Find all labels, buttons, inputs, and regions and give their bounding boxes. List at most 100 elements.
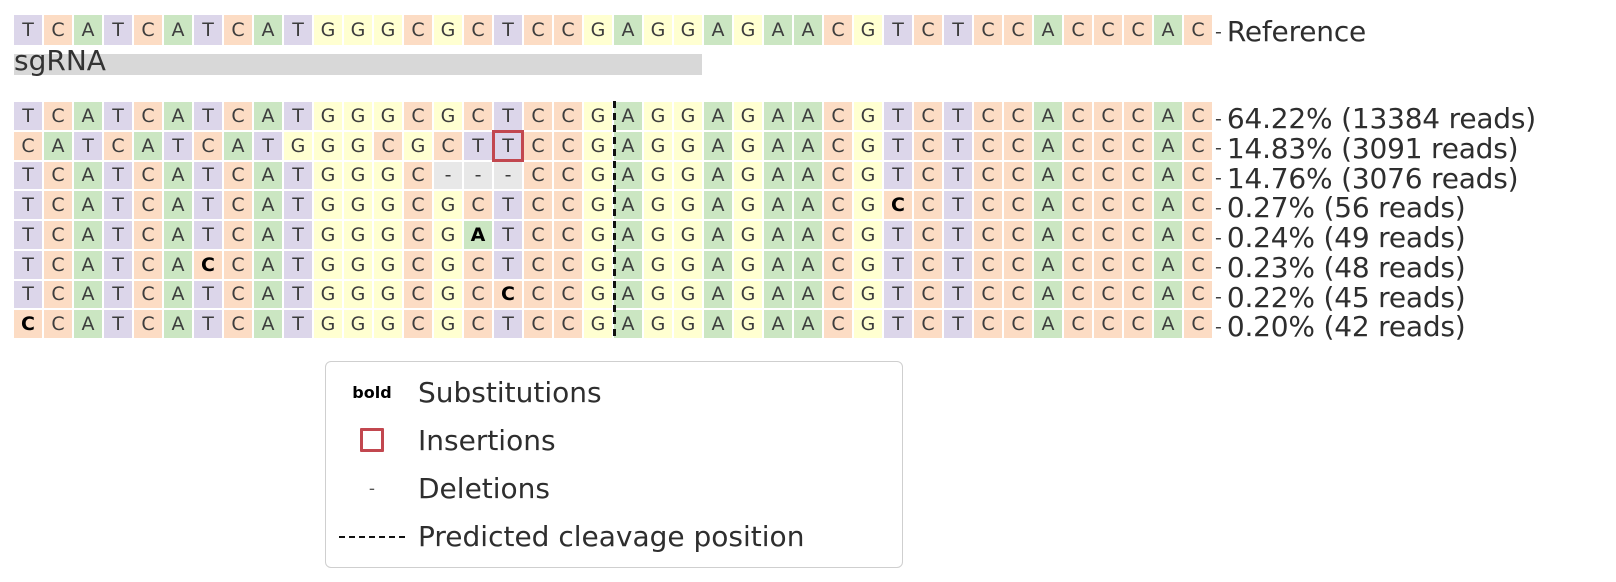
base-cell: C — [404, 161, 432, 190]
base-cell: G — [854, 15, 882, 45]
base-cell: C — [1124, 131, 1152, 160]
base-cell: T — [14, 161, 42, 190]
base-cell: C — [194, 250, 222, 279]
base-cell: G — [344, 131, 372, 160]
base-cell: G — [374, 15, 402, 45]
base-cell: G — [344, 221, 372, 249]
base-cell: G — [584, 102, 612, 130]
base-cell: G — [854, 310, 882, 338]
base-cell: A — [794, 310, 822, 338]
base-cell: C — [1064, 15, 1092, 45]
base-cell: A — [704, 161, 732, 190]
allele-frequency-label: 0.20% (42 reads) — [1226, 310, 1466, 344]
base-cell: A — [764, 15, 792, 45]
base-cell: T — [884, 131, 912, 160]
base-cell: C — [974, 131, 1002, 160]
base-cell: T — [14, 15, 42, 45]
base-cell: C — [1094, 131, 1122, 160]
base-cell: C — [524, 102, 552, 130]
base-cell: A — [254, 161, 282, 190]
base-cell: G — [854, 131, 882, 160]
base-cell: T — [284, 102, 312, 130]
base-cell: G — [734, 191, 762, 219]
base-cell: A — [764, 131, 792, 160]
base-cell: A — [704, 191, 732, 219]
base-cell: G — [434, 191, 462, 219]
base-cell: G — [584, 15, 612, 45]
deletion-cell: - — [434, 161, 462, 190]
base-cell: C — [404, 310, 432, 338]
base-cell: C — [524, 15, 552, 45]
base-cell: A — [134, 131, 162, 160]
base-cell: T — [944, 250, 972, 279]
base-cell: A — [74, 280, 102, 309]
base-cell: A — [74, 15, 102, 45]
base-cell: C — [374, 131, 402, 160]
base-cell: A — [614, 161, 642, 190]
insertion-box-icon — [326, 428, 418, 453]
base-cell: C — [1184, 250, 1212, 279]
base-cell: C — [134, 250, 162, 279]
base-cell: T — [884, 15, 912, 45]
base-cell: G — [584, 310, 612, 338]
base-cell: T — [494, 191, 522, 219]
base-cell: T — [194, 102, 222, 130]
base-cell: A — [614, 191, 642, 219]
base-cell: C — [1004, 15, 1032, 45]
base-cell: G — [584, 191, 612, 219]
base-cell: C — [554, 310, 582, 338]
base-cell: C — [404, 191, 432, 219]
base-cell: C — [134, 191, 162, 219]
base-cell: C — [914, 15, 942, 45]
base-cell: T — [14, 250, 42, 279]
base-cell: T — [884, 280, 912, 309]
base-cell: G — [344, 310, 372, 338]
base-cell: C — [1064, 191, 1092, 219]
allele-frequency-label: 0.23% (48 reads) — [1226, 250, 1466, 284]
base-cell: G — [374, 250, 402, 279]
base-cell: A — [794, 221, 822, 249]
base-cell: A — [614, 280, 642, 309]
base-cell: C — [224, 310, 252, 338]
base-cell: T — [494, 221, 522, 249]
base-cell: C — [1004, 191, 1032, 219]
base-cell: G — [344, 161, 372, 190]
base-cell: A — [164, 310, 192, 338]
base-cell: C — [824, 221, 852, 249]
base-cell: A — [704, 221, 732, 249]
base-cell: T — [104, 15, 132, 45]
base-cell: G — [674, 250, 702, 279]
base-cell: G — [734, 161, 762, 190]
base-cell: T — [494, 250, 522, 279]
allele-frequency-label: 0.27% (56 reads) — [1226, 191, 1466, 225]
base-cell: G — [584, 280, 612, 309]
base-cell: A — [164, 161, 192, 190]
base-cell: A — [794, 102, 822, 130]
base-cell: T — [164, 131, 192, 160]
base-cell: G — [344, 250, 372, 279]
base-cell: C — [554, 15, 582, 45]
base-cell: C — [824, 310, 852, 338]
base-cell: C — [974, 250, 1002, 279]
base-cell: T — [944, 102, 972, 130]
base-cell: C — [134, 102, 162, 130]
allele-frequency-label: 64.22% (13384 reads) — [1226, 102, 1536, 135]
base-cell: G — [734, 221, 762, 249]
base-cell: C — [224, 102, 252, 130]
base-cell: C — [524, 191, 552, 219]
base-cell: C — [1064, 250, 1092, 279]
base-cell: A — [74, 161, 102, 190]
base-cell: G — [344, 280, 372, 309]
base-cell: A — [764, 221, 792, 249]
base-cell: C — [44, 15, 72, 45]
base-cell: C — [1094, 250, 1122, 279]
base-cell: C — [464, 102, 492, 130]
base-cell: G — [674, 15, 702, 45]
base-cell: C — [974, 15, 1002, 45]
base-cell: C — [1124, 280, 1152, 309]
base-cell: C — [464, 310, 492, 338]
base-cell: C — [44, 191, 72, 219]
base-cell: G — [644, 102, 672, 130]
